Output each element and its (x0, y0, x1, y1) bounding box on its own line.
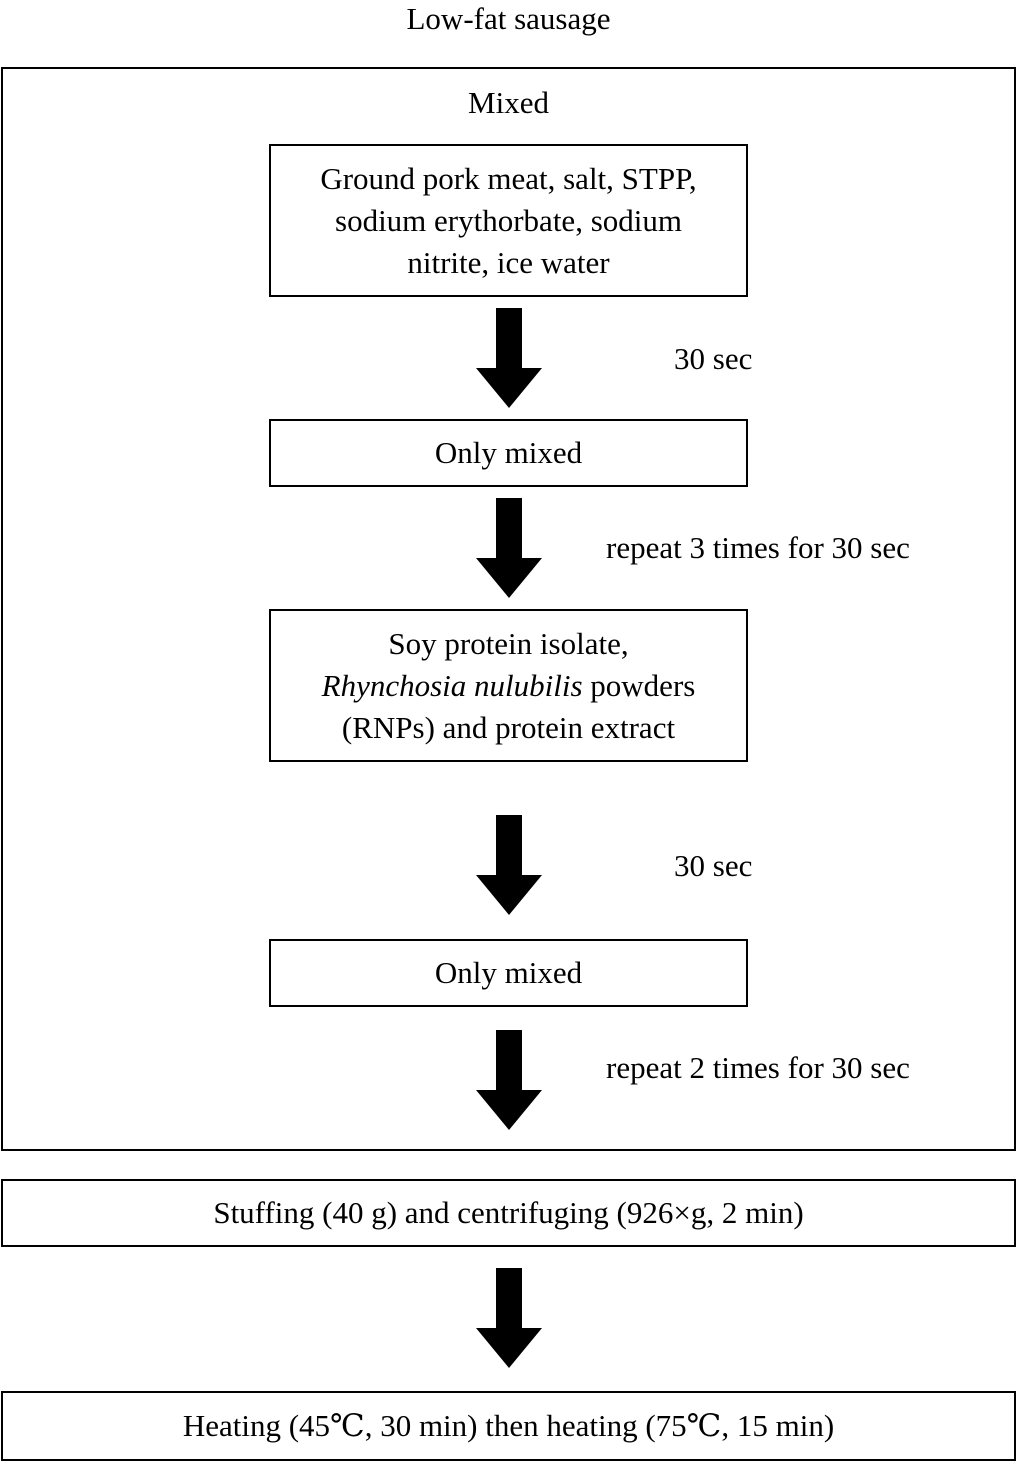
step-soy-protein-line-2-rest: powders (582, 667, 696, 703)
step-soy-protein-line-3: (RNPs) and protein extract (341, 709, 676, 745)
mixing-stage-frame (1, 67, 1016, 1151)
arrow-down-icon (476, 815, 542, 915)
step-only-mixed-label-1: Only mixed (434, 435, 583, 470)
step-stuffing-label: Stuffing (40 g) and centrifuging (926×g,… (213, 1195, 804, 1230)
step-ingredients-line-3: nitrite, ice water (407, 244, 610, 280)
arrow-down-icon (476, 308, 542, 408)
diagram-title: Low-fat sausage (406, 1, 611, 36)
step-ingredients-box: Ground pork meat, salt, STPP, sodium ery… (269, 144, 748, 297)
step-soy-protein-box: Soy protein isolate, Rhynchosia nulubili… (269, 609, 748, 762)
step-ingredients-line-2: sodium erythorbate, sodium (335, 202, 682, 238)
step-ingredients-line-1: Ground pork meat, salt, STPP, (320, 160, 697, 196)
step-soy-protein-line-1: Soy protein isolate, (388, 625, 629, 661)
arrow-note-3: 30 sec (674, 848, 753, 883)
arrow-note-4: repeat 2 times for 30 sec (606, 1050, 910, 1085)
arrow-down-icon (476, 1268, 542, 1368)
step-only-mixed-label-2: Only mixed (434, 955, 583, 990)
arrow-down-icon (476, 498, 542, 598)
arrow-down-icon (476, 1030, 542, 1130)
step-heating-label: Heating (45℃, 30 min) then heating (75℃,… (182, 1408, 835, 1443)
step-only-mixed-box-1: Only mixed (269, 419, 748, 487)
species-name: Rhynchosia nulubilis (321, 667, 583, 703)
step-heating-box: Heating (45℃, 30 min) then heating (75℃,… (1, 1391, 1016, 1461)
step-only-mixed-box-2: Only mixed (269, 939, 748, 1007)
arrow-note-1: 30 sec (674, 341, 753, 376)
step-soy-protein-line-2: Rhynchosia nulubilis powders (322, 665, 696, 707)
mixing-stage-label: Mixed (468, 85, 549, 120)
arrow-note-2: repeat 3 times for 30 sec (606, 530, 910, 565)
step-stuffing-box: Stuffing (40 g) and centrifuging (926×g,… (1, 1179, 1016, 1247)
